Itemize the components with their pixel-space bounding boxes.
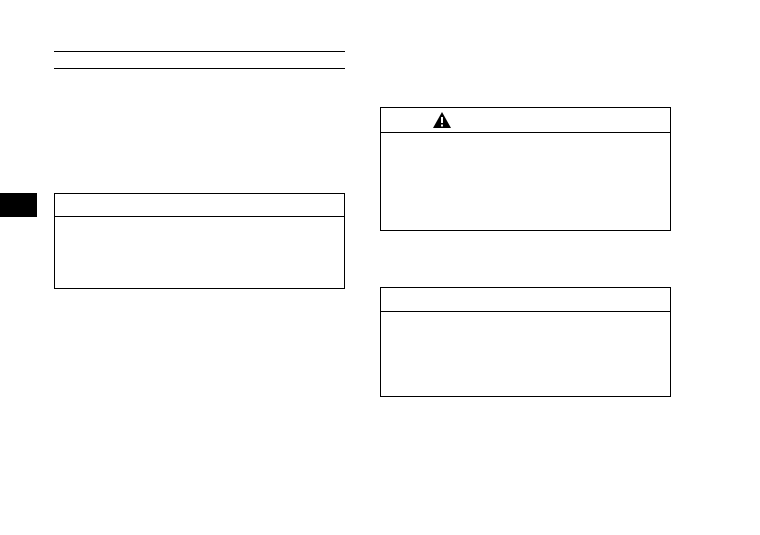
warning-box-header xyxy=(381,108,670,133)
header-rule-bottom xyxy=(54,68,345,69)
chapter-side-tab xyxy=(0,193,37,217)
warning-triangle-icon xyxy=(433,112,451,128)
right-note-box-header xyxy=(381,288,670,312)
right-note-box xyxy=(380,287,671,397)
header-rule-top xyxy=(54,51,345,52)
left-note-box xyxy=(54,193,345,289)
left-note-box-header xyxy=(55,194,344,217)
warning-box xyxy=(380,107,671,231)
left-intro-text xyxy=(54,80,345,180)
section-title xyxy=(54,54,345,67)
